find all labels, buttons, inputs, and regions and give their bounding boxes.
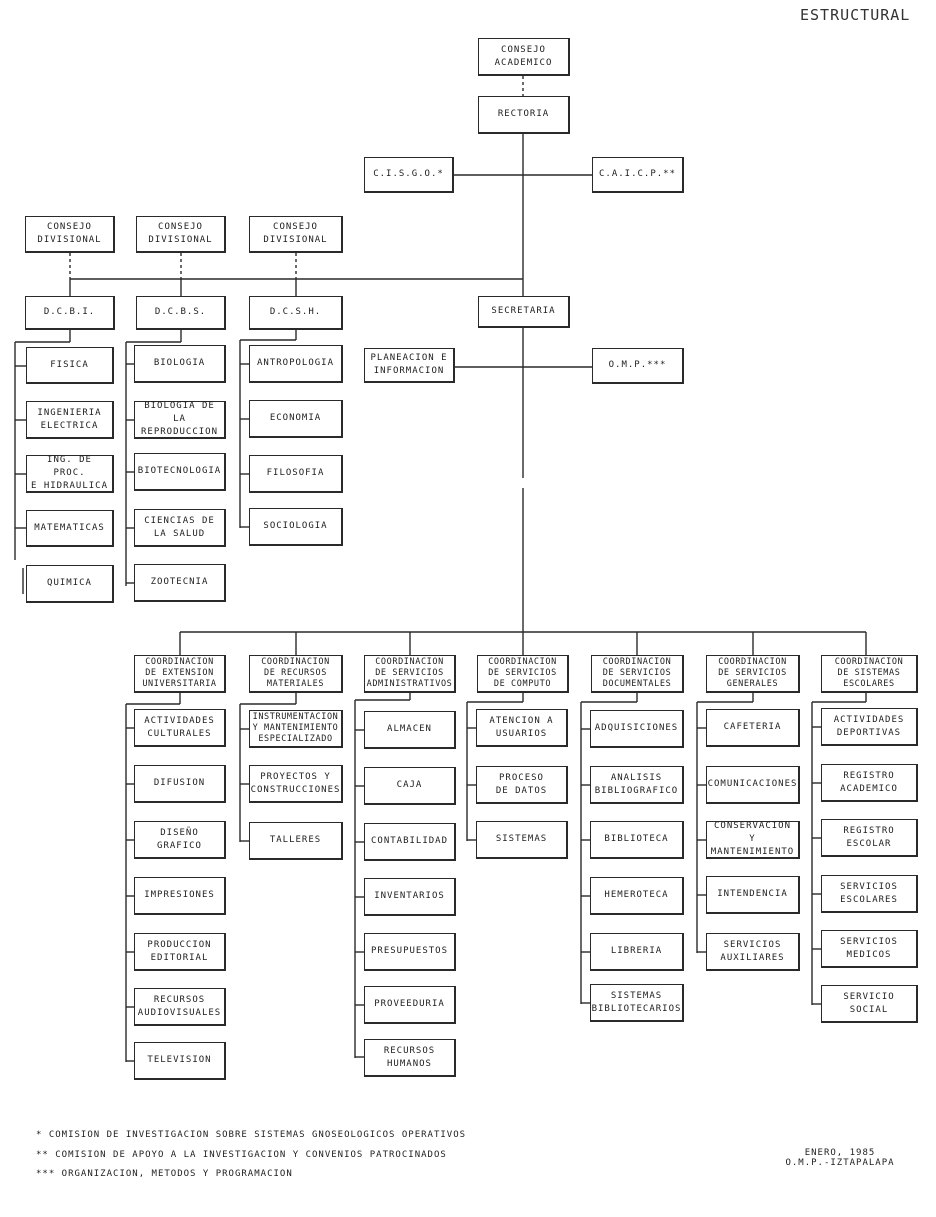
box-dcsh-unit: SOCIOLOGIA [249, 508, 343, 546]
box-servicios-generales-item: CAFETERIA [706, 709, 800, 747]
box-servicios-generales-item: SERVICIOS AUXILIARES [706, 933, 800, 971]
date-stamp: ENERO, 1985 O.M.P.-IZTAPALAPA [780, 1148, 900, 1168]
box-sistemas-escolares-item: REGISTRO ACADEMICO [821, 764, 918, 802]
box-extension-item: IMPRESIONES [134, 877, 226, 915]
box-servicios-administrativos-item: PRESUPUESTOS [364, 933, 456, 971]
box-servicios-documentales-item: HEMEROTECA [590, 877, 684, 915]
box-dcbi-unit: INGENIERIA ELECTRICA [26, 401, 114, 439]
page-header: ESTRUCTURAL [800, 6, 911, 24]
box-consejo-divisional-1: CONSEJO DIVISIONAL [25, 216, 115, 253]
box-recursos-materiales-item: INSTRUMENTACION Y MANTENIMIENTO ESPECIAL… [249, 710, 343, 748]
box-servicios-documentales-item: ANALISIS BIBLIOGRAFICO [590, 766, 684, 804]
box-dcbs-unit: BIOLOGIA [134, 345, 226, 383]
footnote: *** ORGANIZACION, METODOS Y PROGRAMACION [36, 1169, 293, 1179]
box-dcsh-unit: FILOSOFIA [249, 455, 343, 493]
box-omp: O.M.P.*** [592, 348, 684, 384]
box-dcbi-unit: MATEMATICAS [26, 510, 114, 547]
box-coordinacion-recursos-materiales: COORDINACION DE RECURSOS MATERIALES [249, 655, 343, 693]
box-servicios-computo-item: ATENCION A USUARIOS [476, 709, 568, 747]
box-dcbs: D.C.B.S. [136, 296, 226, 330]
box-servicios-administrativos-item: PROVEEDURIA [364, 986, 456, 1024]
box-extension-item: DISEÑO GRAFICO [134, 821, 226, 859]
box-dcsh-unit: ANTROPOLOGIA [249, 345, 343, 383]
box-servicios-computo-item: PROCESO DE DATOS [476, 766, 568, 804]
box-dcbi-unit: FISICA [26, 347, 114, 384]
box-dcbi-unit: QUIMICA [26, 565, 114, 603]
footnote: * COMISION DE INVESTIGACION SOBRE SISTEM… [36, 1130, 467, 1140]
box-servicios-documentales-item: LIBRERIA [590, 933, 684, 971]
date-line: ENERO, 1985 [804, 1148, 876, 1158]
box-dcbi: D.C.B.I. [25, 296, 115, 330]
box-dcbi-unit: ING. DE PROC. E HIDRAULICA [26, 455, 114, 493]
box-recursos-materiales-item: PROYECTOS Y CONSTRUCCIONES [249, 765, 343, 803]
box-secretaria: SECRETARIA [478, 296, 570, 328]
box-servicios-computo-item: SISTEMAS [476, 821, 568, 859]
box-consejo-academico: CONSEJO ACADEMICO [478, 38, 570, 76]
box-coordinacion-servicios-administrativos: COORDINACION DE SERVICIOS ADMINISTRATIVO… [364, 655, 456, 693]
box-extension-item: RECURSOS AUDIOVISUALES [134, 988, 226, 1026]
box-extension-item: PRODUCCION EDITORIAL [134, 933, 226, 971]
box-extension-item: DIFUSION [134, 765, 226, 803]
box-planeacion: PLANEACION E INFORMACION [364, 348, 455, 383]
box-servicios-administrativos-item: CAJA [364, 767, 456, 805]
box-dcbs-unit: BIOLOGIA DE LA REPRODUCCION [134, 401, 226, 439]
box-servicios-generales-item: COMUNICACIONES [706, 766, 800, 804]
box-servicios-administrativos-item: CONTABILIDAD [364, 823, 456, 861]
box-coordinacion-servicios-generales: COORDINACION DE SERVICIOS GENERALES [706, 655, 800, 693]
box-coordinacion-extension: COORDINACION DE EXTENSION UNIVERSITARIA [134, 655, 226, 693]
box-sistemas-escolares-item: SERVICIOS MEDICOS [821, 930, 918, 968]
office-line: O.M.P.-IZTAPALAPA [785, 1158, 895, 1168]
box-coordinacion-servicios-documentales: COORDINACION DE SERVICIOS DOCUMENTALES [591, 655, 684, 693]
box-recursos-materiales-item: TALLERES [249, 822, 343, 860]
box-dcsh: D.C.S.H. [249, 296, 343, 330]
box-coordinacion-sistemas-escolares: COORDINACION DE SISTEMAS ESCOLARES [821, 655, 918, 693]
box-caicp: C.A.I.C.P.** [592, 157, 684, 193]
box-servicios-administrativos-item: RECURSOS HUMANOS [364, 1039, 456, 1077]
box-sistemas-escolares-item: ACTIVIDADES DEPORTIVAS [821, 708, 918, 746]
box-servicios-documentales-item: BIBLIOTECA [590, 821, 684, 859]
box-rectoria: RECTORIA [478, 96, 570, 134]
footnote: ** COMISION DE APOYO A LA INVESTIGACION … [36, 1150, 447, 1160]
box-servicios-documentales-item: SISTEMAS BIBLIOTECARIOS [590, 984, 684, 1022]
box-consejo-divisional-2: CONSEJO DIVISIONAL [136, 216, 226, 253]
box-consejo-divisional-3: CONSEJO DIVISIONAL [249, 216, 343, 253]
box-coordinacion-servicios-computo: COORDINACION DE SERVICIOS DE COMPUTO [477, 655, 569, 693]
box-dcbs-unit: BIOTECNOLOGIA [134, 453, 226, 491]
box-servicios-generales-item: CONSERVACION Y MANTENIMIENTO [706, 821, 800, 859]
box-servicios-administrativos-item: INVENTARIOS [364, 878, 456, 916]
box-servicios-documentales-item: ADQUISICIONES [590, 710, 684, 748]
box-dcbs-unit: CIENCIAS DE LA SALUD [134, 509, 226, 547]
box-servicios-administrativos-item: ALMACEN [364, 711, 456, 749]
box-sistemas-escolares-item: SERVICIOS ESCOLARES [821, 875, 918, 913]
box-sistemas-escolares-item: SERVICIO SOCIAL [821, 985, 918, 1023]
box-servicios-generales-item: INTENDENCIA [706, 876, 800, 914]
box-extension-item: ACTIVIDADES CULTURALES [134, 709, 226, 747]
box-dcbs-unit: ZOOTECNIA [134, 564, 226, 602]
box-cisgo: C.I.S.G.O.* [364, 157, 454, 193]
box-dcsh-unit: ECONOMIA [249, 400, 343, 438]
box-extension-item: TELEVISION [134, 1042, 226, 1080]
box-sistemas-escolares-item: REGISTRO ESCOLAR [821, 819, 918, 857]
